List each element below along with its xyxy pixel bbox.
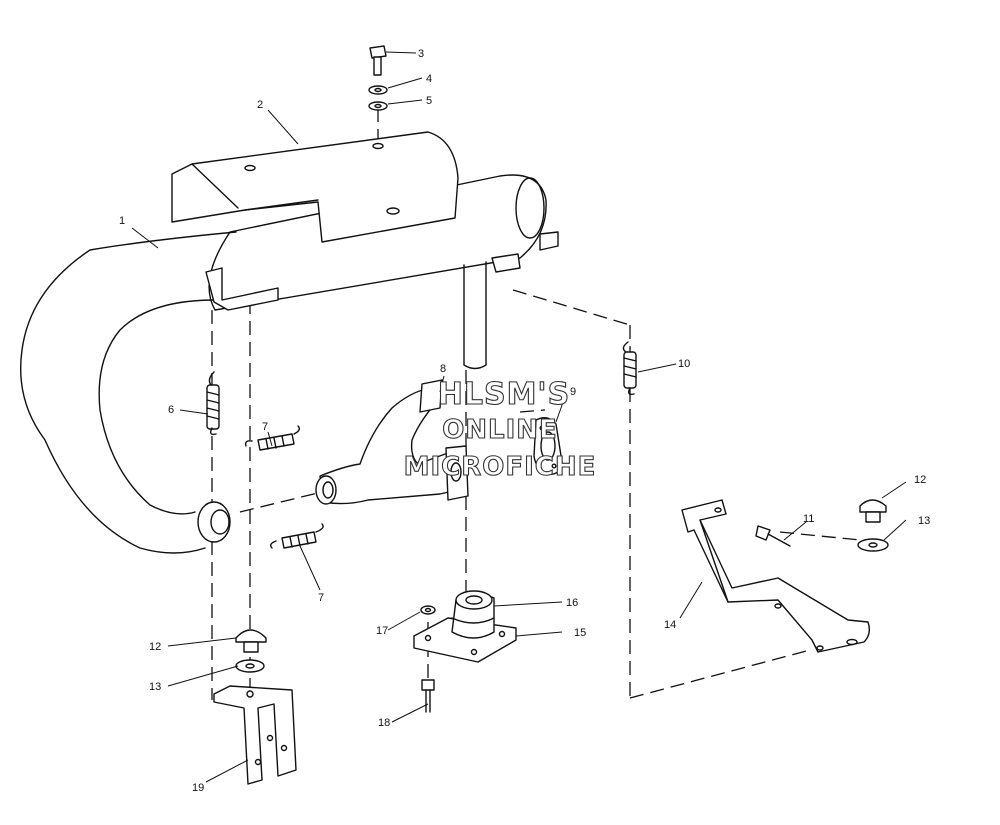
rubber-mount-16: [451, 590, 495, 639]
callout-19: 19: [192, 782, 204, 794]
callout-2: 2: [257, 99, 263, 111]
bolt-and-washers: [368, 45, 388, 111]
rivet-11: [755, 525, 791, 547]
callout-11: 11: [803, 513, 814, 525]
leader-lines: [131, 51, 907, 783]
bolt-18: [421, 679, 435, 713]
callout-4: 4: [426, 73, 432, 85]
callout-17: 17: [376, 625, 388, 637]
callout-16: 16: [566, 597, 578, 609]
callout-5: 5: [426, 95, 432, 107]
callout-6: 6: [168, 404, 174, 416]
callout-12-left: 12: [149, 641, 161, 653]
bracket-right: [681, 499, 871, 653]
callout-7-upper: 7: [262, 421, 268, 433]
callout-10: 10: [678, 358, 690, 370]
callout-labels: 1 2 3 4 5 6 7 7 8 9 10 11 12 12 13 13 14…: [119, 48, 930, 794]
spring-7-lower: [269, 523, 324, 549]
bracket-19: [213, 685, 297, 785]
callout-7-lower: 7: [318, 592, 324, 604]
spring-6: [206, 371, 220, 436]
callout-13-left: 13: [149, 681, 161, 693]
watermark-line-2: ONLINE: [442, 415, 558, 445]
callout-8: 8: [440, 363, 446, 375]
washer-13-left: [235, 659, 265, 673]
spring-10: [622, 341, 637, 396]
watermark-line-3: MICROFICHE: [404, 452, 597, 482]
spring-7-upper: [244, 425, 301, 451]
heat-shield: [171, 131, 459, 243]
grommet-12-left: [235, 629, 267, 653]
callout-13-right: 13: [918, 515, 930, 527]
gasket: [533, 417, 563, 475]
callout-15: 15: [574, 627, 586, 639]
exhaust-silencer: [19, 174, 559, 554]
callout-9: 9: [570, 386, 576, 398]
callout-1: 1: [119, 215, 125, 227]
grommet-12-right: [859, 499, 887, 523]
callout-12-right: 12: [914, 474, 926, 486]
watermark-line-1: HLSM'S: [438, 377, 570, 412]
callout-18: 18: [378, 717, 390, 729]
watermark: HLSM'S ONLINE MICROFICHE: [403, 376, 597, 482]
callout-3: 3: [418, 48, 424, 60]
nut-17: [420, 605, 436, 615]
elbow-pipe: [315, 379, 469, 505]
washer-13-right: [857, 538, 889, 552]
callout-14: 14: [664, 619, 676, 631]
